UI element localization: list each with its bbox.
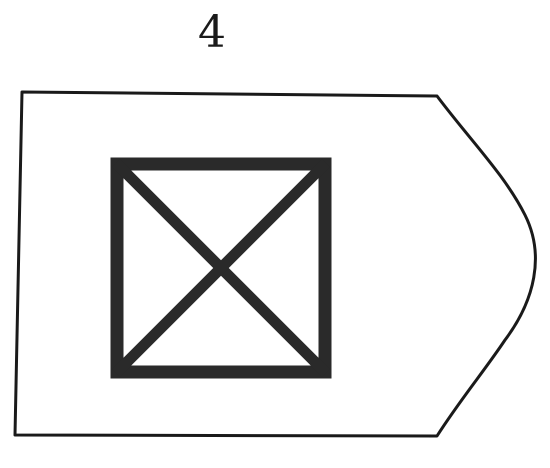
figure-number-label: 4 <box>198 7 226 58</box>
crossed-square-diagonal-2 <box>112 159 330 377</box>
crossed-square-frame <box>110 157 332 379</box>
tag-outline-shape <box>13 90 537 438</box>
